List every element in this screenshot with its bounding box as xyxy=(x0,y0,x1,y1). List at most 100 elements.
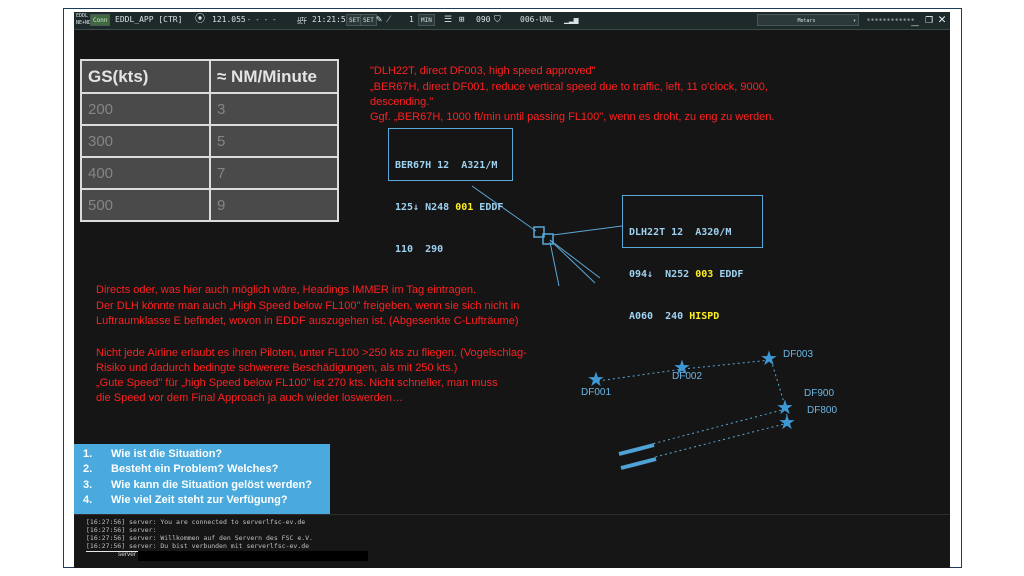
server-log: [16:27:56] server: You are connected to … xyxy=(86,518,313,550)
atis-block[interactable]: EDDL NE+ND xyxy=(76,13,92,26)
tag-speed-line: 110 290 xyxy=(395,244,444,255)
dlh-leader-line xyxy=(552,225,623,236)
star-icon[interactable]: ★ xyxy=(778,412,796,434)
ber-target xyxy=(533,226,545,238)
command-input[interactable] xyxy=(138,551,368,561)
question-item: 4.Wie viel Zeit steht zur Verfügung? xyxy=(83,494,288,506)
instruction-line: descending." xyxy=(370,96,434,108)
note-line: Directs oder, was hier auch möglich wäre… xyxy=(96,284,477,296)
restore-icon[interactable]: ❐ xyxy=(925,12,933,27)
column-header: ≈ NM/Minute xyxy=(209,59,339,94)
ber-history-2 xyxy=(549,239,596,284)
question-item: 2.Besteht ein Problem? Welches? xyxy=(83,463,279,475)
filter-icon[interactable]: ☰ xyxy=(444,15,453,25)
waypoint-label-df003: DF003 xyxy=(783,349,814,360)
note-line: Nicht jede Airline erlaubt es ihren Pilo… xyxy=(96,347,527,359)
approach-line-2 xyxy=(654,422,789,458)
note-line: Risiko und dadurch bedingte schwerere Be… xyxy=(96,362,458,374)
set-button-1[interactable]: SET xyxy=(346,14,363,26)
window-title: EDDL_APP [CTR] xyxy=(115,15,183,24)
direct-waypoint[interactable]: 001 xyxy=(455,202,474,213)
log-line: [16:27:56] server: Du bist verbunden mit… xyxy=(86,542,310,550)
column-header: GS(kts) xyxy=(80,59,211,94)
vertical-filter[interactable]: 006-UNL xyxy=(520,15,554,24)
tag-callsign-line: DLH22T 12 A320/M xyxy=(629,227,732,238)
frequency-display[interactable]: 121.055 xyxy=(212,15,246,24)
altitude-icon[interactable]: ⊞ xyxy=(459,15,465,25)
star-icon[interactable]: ★ xyxy=(776,397,794,419)
question-box: 1.Wie ist die Situation? 2.Besteht ein P… xyxy=(74,444,330,516)
log-line: [16:27:56] server: Willkommen auf den Se… xyxy=(86,534,313,542)
table-cell: 300 xyxy=(80,124,211,158)
zulu-label: UTC xyxy=(298,17,308,23)
table-row: 300 5 xyxy=(80,124,339,158)
high-speed-flag: HISPD xyxy=(689,311,720,322)
metars-dropdown[interactable]: Metars ▾ xyxy=(757,14,859,26)
frequency-dashes: - - - - xyxy=(247,16,277,24)
vector-icon[interactable]: ⁄ xyxy=(388,15,390,25)
min-button[interactable]: MIN xyxy=(418,14,435,26)
minimize-icon[interactable]: _ xyxy=(911,12,919,27)
route-df002-df003 xyxy=(682,359,772,370)
route-df900-df800 xyxy=(785,408,789,424)
top-toolbar: EDDL NE+ND Conn EDDL_APP [CTR] ⦿ 121.055… xyxy=(74,12,950,30)
tag-data-line: 125↓ N248 001 EDDF xyxy=(395,202,504,213)
ber-history-1 xyxy=(549,239,601,279)
waypoint-label-df001: DF001 xyxy=(581,387,612,398)
utc-clock: 21:21:53 xyxy=(312,15,351,24)
level-value[interactable]: 1 xyxy=(409,15,414,24)
connect-button[interactable]: Conn xyxy=(90,14,111,26)
direct-waypoint[interactable]: 003 xyxy=(695,269,714,280)
radar-graphics xyxy=(471,185,789,470)
radio-icon[interactable]: ⦿ xyxy=(195,14,205,25)
radar-scope[interactable]: ★ ★ ★ ★ ★ DF001 DF002 DF003 DF900 DF800 … xyxy=(74,30,950,514)
table-cell: 500 xyxy=(80,188,211,222)
table-row: 400 7 xyxy=(80,156,339,190)
instruction-line: „BER67H, direct DF001, reduce vertical s… xyxy=(370,81,768,93)
metars-label: Metars xyxy=(797,18,816,24)
route-df001-df002 xyxy=(597,368,684,382)
dlh-history xyxy=(549,241,560,287)
pen-icon[interactable]: ✎ xyxy=(376,14,383,25)
aircraft-tag-dlh22t[interactable]: DLH22T 12 A320/M 094↓ N252 003 EDDF A060… xyxy=(622,195,763,322)
note-line: Luftraumklasse E befindet, wovon in EDDF… xyxy=(96,315,519,327)
question-item: 1.Wie ist die Situation? xyxy=(83,448,223,460)
set-button-2[interactable]: SET xyxy=(360,14,377,26)
approach-line-1 xyxy=(651,408,787,445)
tag-speed-line: A060 240 HISPD xyxy=(629,311,720,322)
instruction-line: Ggf. „BER67H, 1000 ft/min until passing … xyxy=(370,111,775,123)
route-df003-df900 xyxy=(770,359,787,410)
note-line: die Speed vor dem Final Approach ja auch… xyxy=(96,392,403,404)
star-icon[interactable]: ★ xyxy=(673,357,691,379)
log-line: [16:27:56] server: xyxy=(86,526,157,534)
table-cell: 9 xyxy=(209,188,339,222)
bars-icon[interactable]: ▁▂▅ xyxy=(564,15,579,24)
waypoint-label-df900: DF900 xyxy=(804,388,835,399)
tag-data-line: 094↓ N252 003 EDDF xyxy=(629,269,744,280)
table-cell: 3 xyxy=(209,92,339,126)
aircraft-tag-ber67h[interactable]: BER67H 12 A321/M 125↓ N248 001 EDDF 110 … xyxy=(388,128,513,255)
radar-client-window: EDDL NE+ND Conn EDDL_APP [CTR] ⦿ 121.055… xyxy=(74,12,950,568)
heading-value[interactable]: 090 xyxy=(476,15,491,24)
shield-icon[interactable]: ⛉ xyxy=(494,15,501,25)
chevron-down-icon: ▾ xyxy=(852,18,856,24)
table-cell: 200 xyxy=(80,92,211,126)
log-line: [16:27:56] server: You are connected to … xyxy=(86,518,306,526)
dlh-target xyxy=(542,233,554,245)
message-console: [16:27:56] server: You are connected to … xyxy=(74,514,950,568)
note-line: „Gute Speed" für „high Speed below FL100… xyxy=(96,377,498,389)
note-line: Der DLH könnte man auch „High Speed belo… xyxy=(96,300,520,312)
table-cell: 5 xyxy=(209,124,339,158)
close-icon[interactable]: ✕ xyxy=(938,12,946,27)
table-row: 500 9 xyxy=(80,188,339,222)
waypoint-label-df002: DF002 xyxy=(672,371,703,382)
star-icon[interactable]: ★ xyxy=(587,369,605,391)
table-cell: 400 xyxy=(80,156,211,190)
channel-label: server xyxy=(118,551,137,558)
table-header-row: GS(kts) ≈ NM/Minute xyxy=(80,59,339,94)
question-item: 3.Wie kann die Situation gelöst werden? xyxy=(83,479,312,491)
runway-bar-1 xyxy=(618,443,655,456)
status-strip: ▪▪▪▪▪▪▪▪▪▪▪▪ xyxy=(867,17,916,23)
star-icon[interactable]: ★ xyxy=(760,348,778,370)
table-cell: 7 xyxy=(209,156,339,190)
